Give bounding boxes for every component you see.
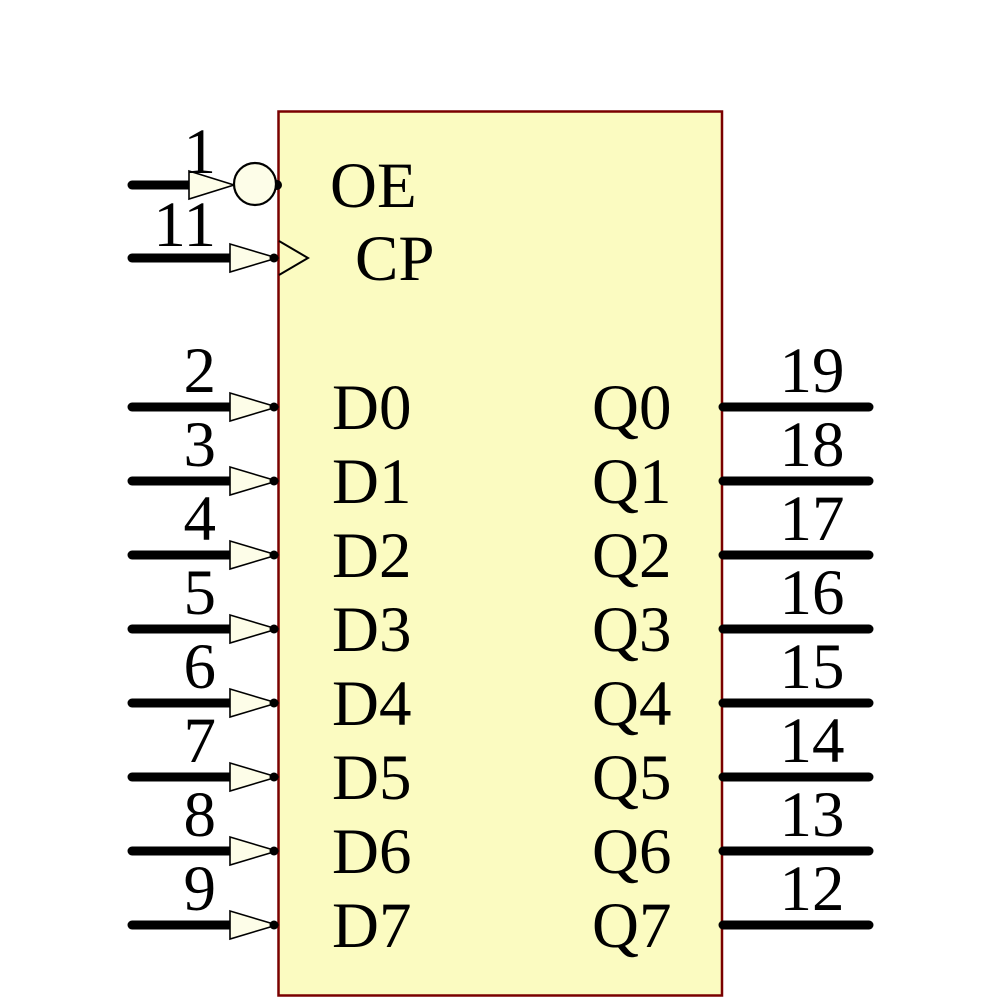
pin-label: D5 [332, 742, 411, 814]
pin-q3: 16 Q3 [592, 557, 874, 666]
input-arrow-icon [188, 169, 237, 201]
pin-number: 6 [184, 631, 217, 703]
pin-number: 7 [184, 705, 217, 777]
pin-label: D1 [332, 446, 411, 518]
pin-cp: 11 CP [127, 189, 435, 295]
pin-q6: 13 Q6 [592, 779, 874, 888]
pin-d7: 9 D7 [127, 853, 411, 962]
pin-number: 4 [184, 483, 217, 555]
pin-d3: 5 D3 [127, 557, 411, 666]
pin-d4: 6 D4 [127, 631, 411, 740]
pin-number: 14 [780, 705, 845, 777]
pin-label: D2 [332, 520, 411, 592]
pin-label: D0 [332, 372, 411, 444]
wire-tip [269, 772, 279, 782]
pin-number: 12 [780, 853, 845, 925]
pin-label: D7 [332, 890, 411, 962]
clock-edge-icon [278, 240, 310, 276]
input-arrow-icon [229, 613, 280, 645]
ic-body [277, 110, 724, 997]
wire-tip [269, 698, 279, 708]
wire-tip [269, 920, 279, 930]
pin-d0: 2 D0 [127, 335, 411, 444]
pin-q1: 18 Q1 [592, 409, 874, 518]
pin-number: 1 [184, 116, 217, 188]
pin-number: 16 [780, 557, 845, 629]
pin-d1: 3 D1 [127, 409, 411, 518]
wire-tip [269, 402, 279, 412]
wire-tip [269, 476, 279, 486]
pin-number: 15 [780, 631, 845, 703]
pin-label: D4 [332, 668, 411, 740]
pin-d6: 8 D6 [127, 779, 411, 888]
pin-label: Q5 [592, 742, 671, 814]
pin-number: 17 [780, 483, 845, 555]
input-arrow-icon [229, 465, 280, 497]
wire-tip [269, 846, 279, 856]
pin-label: D3 [332, 594, 411, 666]
pin-q2: 17 Q2 [592, 483, 874, 592]
pin-oe: 1 OE [127, 116, 417, 222]
active-low-bubble-icon [232, 161, 278, 207]
wire-tip [269, 624, 279, 634]
pin-label: Q6 [592, 816, 671, 888]
pin-number: 19 [780, 335, 845, 407]
pin-q4: 15 Q4 [592, 631, 874, 740]
wire-tip [269, 253, 279, 263]
input-arrow-icon [229, 687, 280, 719]
pin-number: 9 [184, 853, 217, 925]
pin-number: 8 [184, 779, 217, 851]
pin-q0: 19 Q0 [592, 335, 874, 444]
pin-d2: 4 D2 [127, 483, 411, 592]
wire-tip [269, 550, 279, 560]
pin-label: Q0 [592, 372, 671, 444]
input-arrow-icon [229, 539, 280, 571]
pin-label: Q3 [592, 594, 671, 666]
pin-number: 13 [780, 779, 845, 851]
input-arrow-icon [229, 242, 280, 274]
input-arrow-icon [229, 909, 280, 941]
pin-d5: 7 D5 [127, 705, 411, 814]
input-arrow-icon [229, 761, 280, 793]
pin-number: 11 [153, 189, 216, 261]
pin-number: 5 [184, 557, 217, 629]
pin-label: CP [355, 223, 435, 295]
pin-label: Q7 [592, 890, 671, 962]
pin-number: 18 [780, 409, 845, 481]
input-arrow-icon [229, 391, 280, 423]
pin-label: Q4 [592, 668, 671, 740]
pin-label: OE [330, 150, 417, 222]
input-arrow-icon [229, 835, 280, 867]
pin-label: D6 [332, 816, 411, 888]
pin-q5: 14 Q5 [592, 705, 874, 814]
pin-number: 3 [184, 409, 217, 481]
pin-number: 2 [184, 335, 217, 407]
pin-label: Q1 [592, 446, 671, 518]
pin-label: Q2 [592, 520, 671, 592]
pin-q7: 12 Q7 [592, 853, 874, 962]
